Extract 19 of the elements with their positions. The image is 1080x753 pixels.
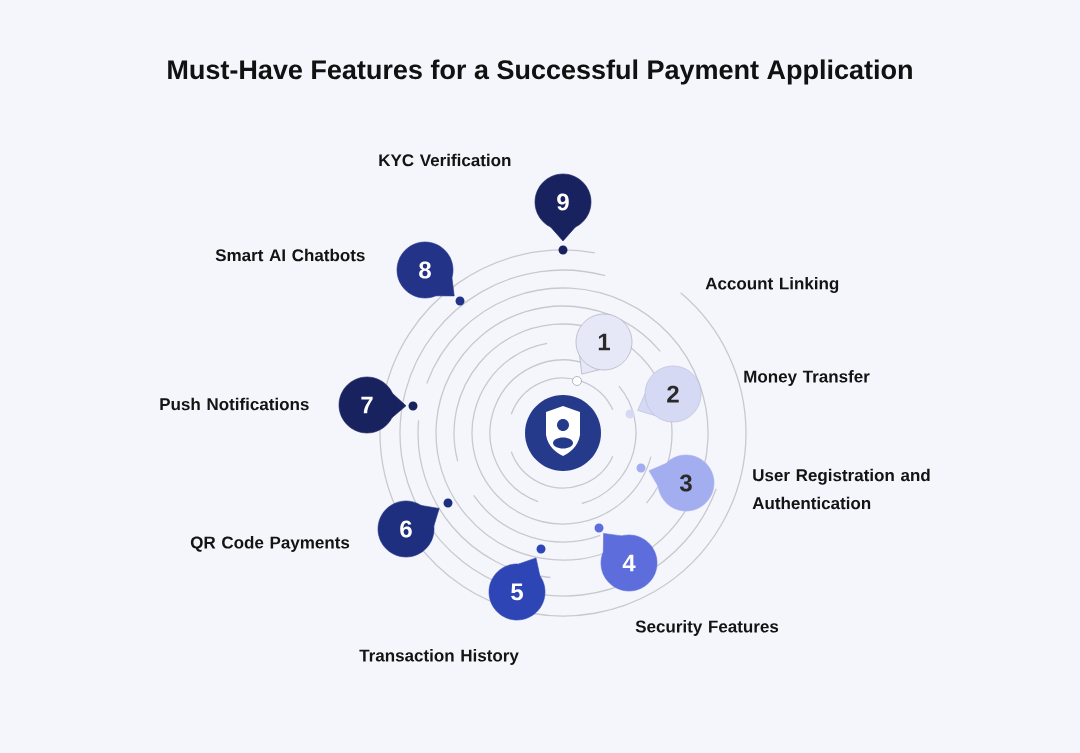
- speech-bubble: 4: [600, 533, 658, 592]
- speech-bubble: 9: [534, 173, 592, 242]
- feature-label: Account Linking: [705, 277, 839, 293]
- feature-label: Transaction History: [359, 649, 519, 665]
- feature-label: Push Notifications: [160, 397, 309, 411]
- speech-bubble: 7: [338, 376, 407, 434]
- speech-bubble: 1: [575, 313, 633, 375]
- speech-bubble: 8: [396, 241, 455, 299]
- speech-bubble: 2: [637, 365, 702, 423]
- feature-label: User Registration and Authentication: [752, 468, 930, 510]
- feature-label: Security Features: [635, 620, 779, 636]
- feature-label: Smart AI Chatbots: [215, 248, 365, 262]
- speech-bubble: 5: [488, 557, 546, 621]
- feature-label: Money Transfer: [744, 370, 870, 386]
- speech-bubble: 6: [377, 500, 440, 558]
- title: Must-Have Features for a Successful Payment Application: [168, 59, 912, 85]
- feature-label: QR Code Payments: [190, 536, 350, 552]
- feature-label: KYC Verification: [379, 153, 511, 167]
- speech-bubble: 3: [648, 454, 715, 512]
